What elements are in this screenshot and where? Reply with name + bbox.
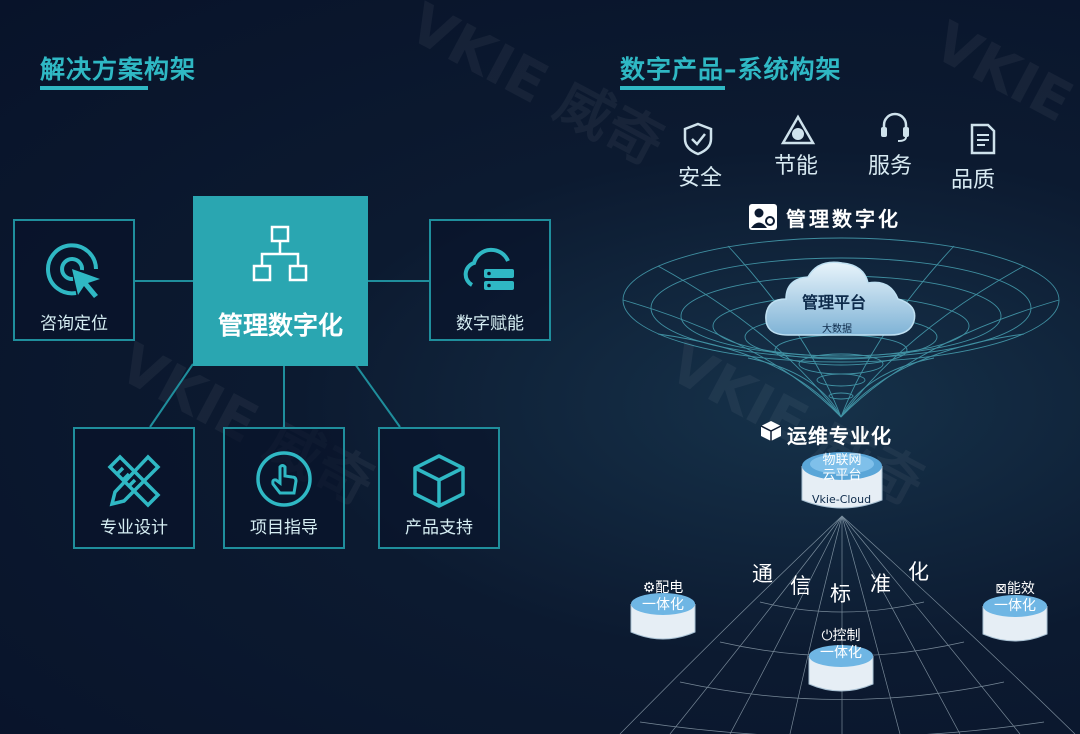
shield-check-icon (683, 122, 713, 156)
iot-line2: 云平台 (822, 468, 862, 483)
control-power-icon: ⏻ (821, 628, 833, 644)
box-cube-icon (413, 454, 465, 508)
org-chart-icon (252, 225, 308, 282)
right-heading: 数字产品–系统构架 (620, 55, 842, 84)
power-line1: 配电 (655, 580, 684, 596)
power-node-cylinder (630, 593, 696, 640)
energy-node-cylinder (982, 595, 1048, 642)
center-management-digitization: 管理数字化 (193, 196, 368, 366)
iot-brand: Vkie-Cloud (812, 493, 872, 506)
document-quality-icon (970, 123, 996, 155)
connector-lines (134, 280, 429, 428)
iot-line1: 物联网 (822, 453, 862, 468)
control-line2: 一体化 (820, 645, 862, 661)
power-line2: 一体化 (642, 597, 684, 613)
right-heading-underline (620, 86, 725, 90)
tier-management-digitization: 管理数字化 (786, 207, 901, 231)
cube-icon (760, 421, 782, 441)
headset-icon (881, 112, 909, 142)
control-node-cylinder (808, 645, 874, 692)
node-empower-label: 数字赋能 (456, 314, 524, 334)
node-guide-label: 项目指导 (250, 518, 318, 538)
feature-energy: 节能 (774, 154, 819, 179)
cloud-platform-graphic (765, 261, 916, 336)
cloud-title: 管理平台 (802, 293, 867, 312)
feature-quality: 品质 (951, 168, 996, 193)
hand-click-icon (256, 451, 312, 507)
feature-security: 安全 (678, 166, 723, 191)
control-node-label: ⏻控制 一体化 (813, 628, 869, 662)
control-line1: 控制 (832, 628, 861, 644)
cloud-subtitle: 大数据 (822, 324, 852, 335)
comm-char-2: 信 (790, 574, 811, 598)
communication-mesh-graphic (619, 515, 1076, 734)
comm-char-3: 标 (830, 582, 851, 606)
comm-char-5: 化 (908, 560, 929, 584)
energy-line2: 一体化 (994, 598, 1036, 614)
energy-line1: 能效 (1006, 581, 1035, 597)
energy-chart-icon: ⊠ (995, 581, 1007, 597)
node-design-label: 专业设计 (100, 518, 168, 538)
manager-person-icon (749, 204, 777, 230)
node-consult: 咨询定位 (13, 219, 135, 341)
power-node-label: ⚙配电 一体化 (635, 580, 691, 614)
feature-service: 服务 (868, 154, 913, 179)
power-gear-icon: ⚙ (642, 580, 656, 596)
center-label: 管理数字化 (217, 311, 343, 340)
node-design: 专业设计 (73, 427, 195, 549)
cursor-target-icon (46, 243, 100, 298)
recycle-leaf-icon (780, 114, 816, 145)
left-heading: 解决方案构架 (40, 55, 197, 84)
watermark: VKIE (923, 9, 1080, 136)
iot-label: 物联网 云平台 (814, 453, 870, 483)
node-guide: 项目指导 (223, 427, 345, 549)
node-empower: 数字赋能 (429, 219, 551, 341)
left-heading-underline (40, 86, 148, 90)
node-support: 产品支持 (378, 427, 500, 549)
node-consult-label: 咨询定位 (40, 314, 108, 334)
comm-char-1: 通 (752, 562, 773, 586)
tier-operations-professionalization: 运维专业化 (787, 424, 892, 448)
node-support-label: 产品支持 (405, 518, 473, 538)
ruler-pencil-icon (107, 454, 161, 508)
comm-char-4: 准 (870, 572, 891, 596)
iot-cloud-cylinder (801, 452, 883, 509)
cloud-server-icon (463, 247, 514, 290)
energy-node-label: ⊠能效 一体化 (987, 581, 1043, 615)
